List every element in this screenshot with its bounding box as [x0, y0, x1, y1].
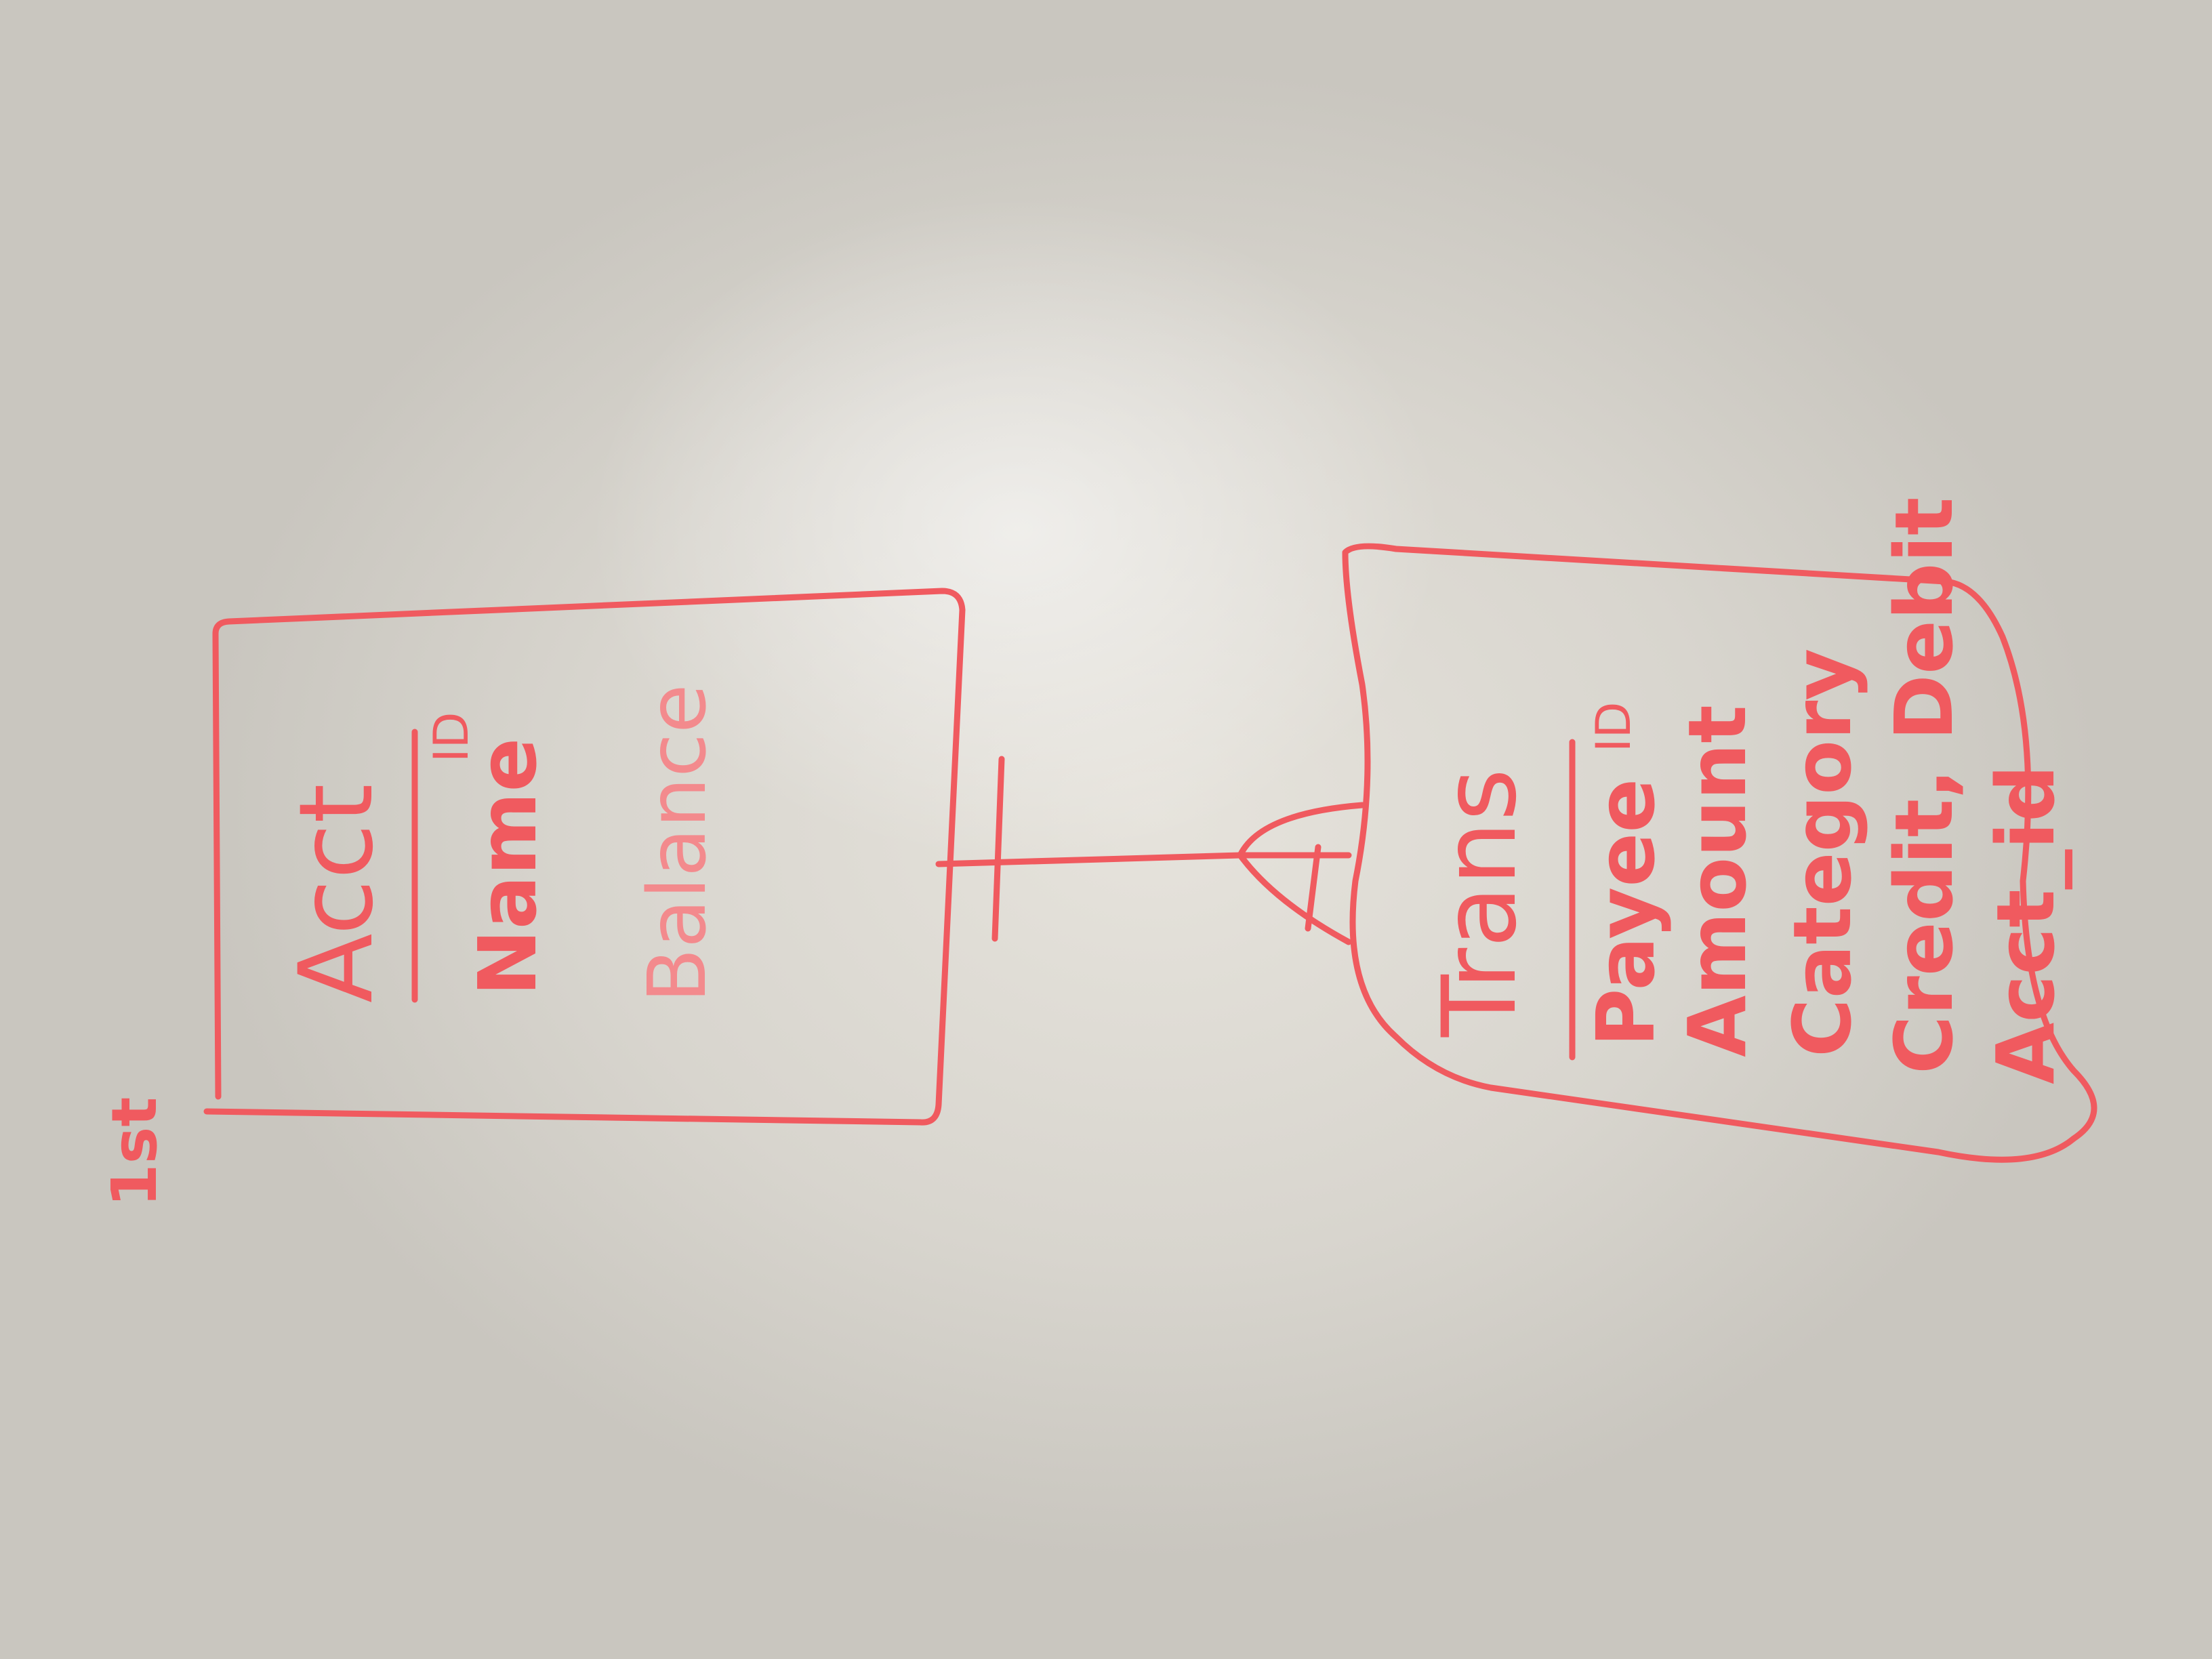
- entity-trans-field-amount: Amount: [1671, 705, 1764, 1057]
- relationship-many-crowsfoot: [1237, 802, 1366, 945]
- entity-trans-field-category: Category: [1776, 649, 1869, 1057]
- entity-trans-field-payee: Payee: [1579, 779, 1673, 1047]
- relationship-line: [935, 852, 1244, 867]
- entity-acct-box: [203, 588, 966, 1126]
- entity-trans-title: Trans: [1421, 769, 1539, 1038]
- entity-acct-key: ID: [424, 712, 479, 762]
- entity-acct-field-name: Name: [461, 738, 554, 996]
- entity-acct: Acct ID Name Balance: [203, 588, 966, 1126]
- note-label: 1st: [98, 1097, 171, 1208]
- relationship-acct-trans: [935, 756, 1366, 945]
- entity-trans-field-acct-id: Acct_id: [1979, 764, 2072, 1084]
- entity-acct-title: Acct: [278, 783, 396, 1003]
- entity-trans-box: [1342, 543, 2097, 1163]
- entity-trans: Trans ID Payee Amount Category Credit, D…: [1342, 497, 2097, 1163]
- relationship-one-tick: [991, 756, 1005, 942]
- entity-trans-field-credit-debit: Credit, Debit: [1877, 497, 1971, 1074]
- entity-trans-key: ID: [1586, 701, 1641, 752]
- entity-acct-field-balance: Balance: [630, 684, 724, 1003]
- relationship-many-tick: [1305, 844, 1322, 932]
- note-group: 1st: [98, 1097, 171, 1208]
